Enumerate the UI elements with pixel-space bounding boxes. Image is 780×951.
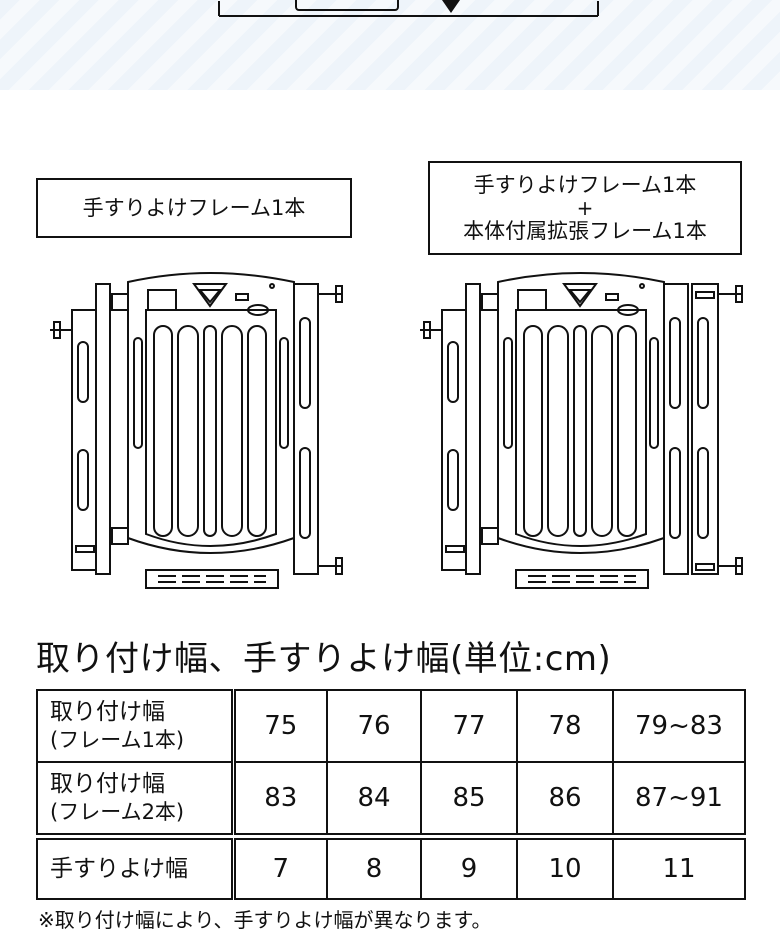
table-spacer-row: [37, 833, 745, 840]
gate-illustration-one-frame: [50, 272, 343, 589]
table-cell: 86: [516, 761, 614, 835]
table-cell: 7: [232, 838, 328, 900]
option-one-text: 手すりよけフレーム1本: [82, 196, 306, 220]
table-cell: 79~83: [612, 689, 746, 763]
table-cell: 9: [420, 838, 518, 900]
table-cell: 76: [326, 689, 422, 763]
row-header: 取り付け幅 (フレーム2本): [36, 761, 236, 835]
table-cell: 84: [326, 761, 422, 835]
footnote: ※取り付け幅により、手すりよけ幅が異なります。: [38, 908, 492, 932]
table-cell: 85: [420, 761, 518, 835]
table-row: 取り付け幅 (フレーム1本) 75 76 77 78 79~83: [36, 689, 746, 763]
table-cell: 10: [516, 838, 614, 900]
width-spec-table: 取り付け幅 (フレーム1本) 75 76 77 78 79~83 取り付け幅 (…: [36, 689, 746, 900]
row-header: 取り付け幅 (フレーム1本): [36, 689, 236, 763]
table-cell: 11: [612, 838, 746, 900]
table-cell: 78: [516, 689, 614, 763]
row-header-subtitle: (フレーム1本): [50, 728, 185, 752]
table-cell: 77: [420, 689, 518, 763]
option-two-label: 手すりよけフレーム1本 + 本体付属拡張フレーム1本: [428, 161, 742, 255]
section-title: 取り付け幅、手すりよけ幅(単位:cm): [36, 639, 612, 679]
row-header-title: 取り付け幅: [50, 771, 165, 797]
row-header-subtitle: (フレーム2本): [50, 800, 185, 824]
table-cell: 83: [232, 761, 328, 835]
table-row: 手すりよけ幅 7 8 9 10 11: [36, 838, 746, 900]
top-diagram-fragment: [218, 0, 599, 17]
option-two-plus: +: [576, 196, 594, 220]
gate-illustration-two-frames: [420, 272, 743, 589]
table-cell: 87~91: [612, 761, 746, 835]
table-row: 取り付け幅 (フレーム2本) 83 84 85 86 87~91: [36, 761, 746, 835]
option-two-line2: 本体付属拡張フレーム1本: [463, 219, 707, 243]
row-header: 手すりよけ幅: [36, 838, 236, 900]
table-cell: 8: [326, 838, 422, 900]
option-one-label: 手すりよけフレーム1本: [36, 178, 352, 238]
row-header-title: 取り付け幅: [50, 699, 165, 725]
table-cell: 75: [232, 689, 328, 763]
row-header-title: 手すりよけ幅: [50, 856, 188, 882]
option-two-line1: 手すりよけフレーム1本: [473, 173, 697, 197]
